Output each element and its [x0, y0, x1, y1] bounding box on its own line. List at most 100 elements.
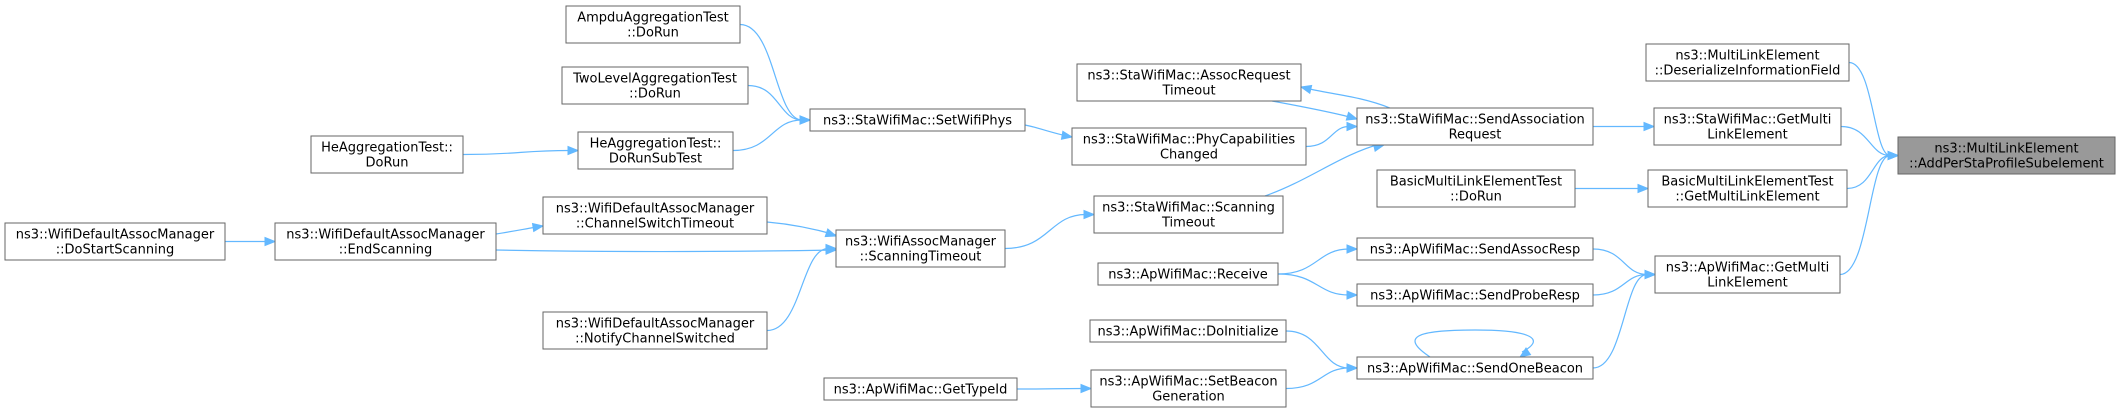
node-wifidefaultassocmanager-endscanning[interactable]: ns3::WifiDefaultAssocManager::EndScannin… — [274, 222, 497, 261]
node-label-line: ns3::ApWifiMac::GetTypeId — [834, 383, 1008, 398]
node-apwifimac-sendonebeacon[interactable]: ns3::ApWifiMac::SendOneBeacon — [1356, 356, 1594, 380]
edge-apwifimac-receive-to-apwifimac-sendproberesp — [1277, 273, 1359, 300]
node-label-line: ns3::StaWifiMac::Scanning — [1102, 201, 1275, 216]
node-ampduaggregationtest-dorun[interactable]: AmpduAggregationTest::DoRun — [565, 5, 741, 44]
node-apwifimac-sendassocresp[interactable]: ns3::ApWifiMac::SendAssocResp — [1356, 237, 1594, 261]
node-box — [4, 222, 226, 261]
node-label-line: ns3::ApWifiMac::SetBeacon — [1099, 375, 1277, 390]
node-box — [310, 135, 464, 174]
node-apwifimac-receive[interactable]: ns3::ApWifiMac::Receive — [1097, 262, 1279, 286]
arrowhead-icon — [1080, 383, 1093, 394]
node-label-line: ns3::ApWifiMac::SendProbeResp — [1370, 289, 1580, 304]
edge-heaggregationtest-dorun-to-heaggregationtest-dorunsubtest — [462, 145, 580, 156]
edge-line — [1304, 87, 1391, 109]
node-label-line: ns3::StaWifiMac::SetWifiPhys — [823, 114, 1012, 129]
node-box — [1356, 283, 1594, 307]
edge-wifidefaultassocmanager-dostartscanning-to-wifidefaultassocmanager-endscanning — [224, 236, 277, 247]
node-box — [1897, 136, 2116, 175]
node-stawifimac-getmultilinkelement[interactable]: ns3::StaWifiMac::GetMultiLinkElement — [1653, 107, 1842, 146]
node-apwifimac-doinitialize[interactable]: ns3::ApWifiMac::DoInitialize — [1089, 319, 1287, 343]
node-box — [1076, 63, 1302, 102]
node-box — [565, 5, 741, 44]
edge-multilink-deserializeinformationfield-to-multilink-addperstaprofilesubelement — [1848, 61, 1900, 161]
node-box — [561, 66, 749, 105]
node-box — [835, 229, 1006, 268]
node-box — [1093, 195, 1284, 234]
node-stawifimac-scanningtimeout[interactable]: ns3::StaWifiMac::ScanningTimeout — [1093, 195, 1284, 234]
edge-line — [1277, 248, 1350, 275]
edge-line — [1264, 143, 1381, 197]
node-label-line: ns3::WifiDefaultAssocManager — [556, 202, 755, 217]
node-box — [1356, 107, 1594, 146]
edge-stawifimac-setwifiphys-to-stawifimac-phycapabilitieschanged — [1024, 124, 1074, 140]
node-label-line: AmpduAggregationTest — [577, 11, 728, 26]
node-wifidefaultassocmanager-channelswitchtimeout[interactable]: ns3::WifiDefaultAssocManager::ChannelSwi… — [542, 196, 768, 235]
node-label-line: ::GetMultiLinkElement — [1675, 190, 1819, 205]
node-label-line: ::AddPerStaProfileSubelement — [1909, 157, 2104, 172]
edge-line — [1016, 387, 1084, 390]
edge-apwifimac-sendonebeacon-to-apwifimac-getmultilinkelement — [1592, 269, 1657, 369]
node-apwifimac-getmultilinkelement[interactable]: ns3::ApWifiMac::GetMultiLinkElement — [1654, 255, 1841, 294]
node-stawifimac-setwifiphys[interactable]: ns3::StaWifiMac::SetWifiPhys — [809, 108, 1026, 132]
node-label-line: Generation — [1152, 390, 1225, 405]
arrowhead-icon — [264, 236, 277, 247]
node-label-line: Changed — [1160, 148, 1218, 163]
node-basicmultilinkelementtest-getmultilinkelement[interactable]: BasicMultiLinkElementTest::GetMultiLinkE… — [1647, 169, 1848, 208]
arrowhead-icon — [824, 228, 838, 238]
node-box — [1645, 43, 1850, 82]
node-label-line: ns3::WifiDefaultAssocManager — [16, 228, 215, 243]
node-label-line: ns3::ApWifiMac::SendOneBeacon — [1367, 362, 1583, 377]
node-label-line: LinkElement — [1707, 128, 1787, 143]
edge-wifidefaultassocmanager-endscanning-to-wifiassocmanager-scanningtimeout — [495, 245, 838, 255]
edge-apwifimac-gettypeid-to-apwifimac-setbeacongeneration — [1016, 383, 1093, 394]
node-heaggregationtest-dorun[interactable]: HeAggregationTest::DoRun — [310, 135, 464, 174]
node-box — [1071, 127, 1307, 166]
edge-line — [1305, 125, 1350, 148]
node-multilink-deserializeinformationfield[interactable]: ns3::MultiLinkElement::DeserializeInform… — [1645, 43, 1850, 82]
arrowhead-icon — [531, 222, 545, 233]
node-label-line: ::ScanningTimeout — [860, 250, 982, 265]
node-basicmultilinkelementtest-dorun[interactable]: BasicMultiLinkElementTest::DoRun — [1376, 169, 1576, 208]
node-box — [1090, 369, 1287, 408]
node-box — [1356, 356, 1594, 380]
edge-line — [766, 221, 837, 236]
arrowhead-icon — [825, 243, 838, 254]
node-wifiassocmanager-scanningtimeout[interactable]: ns3::WifiAssocManager::ScanningTimeout — [835, 229, 1006, 268]
node-label-line: ns3::ApWifiMac::DoInitialize — [1097, 325, 1278, 340]
edge-stawifimac-sendassociationrequest-to-stawifimac-getmultilinkelement — [1593, 121, 1656, 132]
node-label-line: ns3::ApWifiMac::Receive — [1108, 268, 1268, 283]
node-box — [542, 196, 768, 235]
node-heaggregationtest-dorunsubtest[interactable]: HeAggregationTest::DoRunSubTest — [577, 131, 734, 170]
arrowhead-icon — [1346, 290, 1359, 300]
node-wifidefaultassocmanager-notifychannelswitched[interactable]: ns3::WifiDefaultAssocManager::NotifyChan… — [542, 311, 768, 350]
node-box — [542, 311, 768, 350]
node-box — [1376, 169, 1576, 208]
node-label-line: Timeout — [1161, 216, 1215, 231]
arrowhead-icon — [1518, 347, 1532, 358]
node-twolevelaggregationtest-dorun[interactable]: TwoLevelAggregationTest::DoRun — [561, 66, 749, 105]
edge-line — [462, 149, 571, 156]
edge-line — [1592, 273, 1648, 369]
node-label-line: ::DoRun — [627, 26, 679, 41]
edge-stawifimac-sendassociationrequest-to-stawifimac-assocrequesttimeout — [1299, 84, 1391, 109]
node-multilink-addperstaprofilesubelement[interactable]: ns3::MultiLinkElement::AddPerStaProfileS… — [1897, 136, 2116, 175]
edge-apwifimac-getmultilinkelement-to-multilink-addperstaprofilesubelement — [1839, 150, 1900, 276]
arrowhead-icon — [1346, 244, 1359, 254]
node-apwifimac-gettypeid[interactable]: ns3::ApWifiMac::GetTypeId — [823, 377, 1018, 401]
edge-ampduaggregationtest-dorun-to-stawifimac-setwifiphys — [739, 23, 812, 125]
node-label-line: ns3::StaWifiMac::PhyCapabilities — [1083, 133, 1296, 148]
node-box — [274, 222, 497, 261]
arrowhead-icon — [1637, 183, 1650, 194]
node-label-line: HeAggregationTest:: — [321, 141, 453, 156]
edge-line — [1592, 273, 1648, 296]
node-apwifimac-sendproberesp[interactable]: ns3::ApWifiMac::SendProbeResp — [1356, 283, 1594, 307]
node-wifidefaultassocmanager-dostartscanning[interactable]: ns3::WifiDefaultAssocManager::DoStartSca… — [4, 222, 226, 261]
node-label-line: ::DoStartScanning — [56, 243, 174, 258]
node-label-line: Timeout — [1161, 84, 1215, 99]
node-label-line: ns3::WifiDefaultAssocManager — [286, 228, 485, 243]
